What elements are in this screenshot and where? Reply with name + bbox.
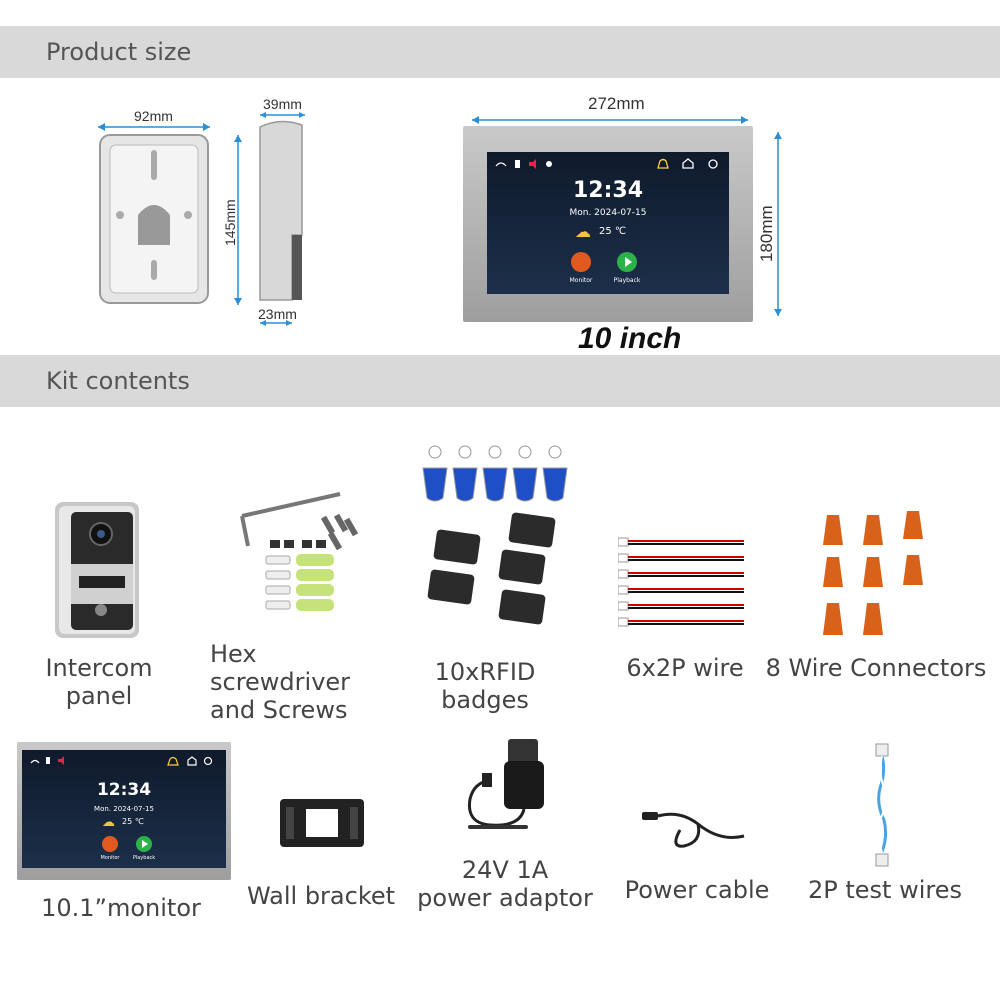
small-screen-date: Mon. 2024-07-15 (94, 805, 154, 813)
2p-test-wires-image (875, 743, 889, 867)
monitor-large: 12:34 Mon. 2024-07-15 ☁ 25 ℃ Monitor Pla… (463, 126, 753, 322)
kit-label-power-cable: Power cable (624, 876, 770, 904)
panel-depth-bottom-label: 23mm (258, 306, 297, 322)
bracket-width-label: 92mm (134, 108, 173, 124)
small-monitor-button-icon (102, 836, 118, 852)
kit-label-2p-test-wires: 2P test wires (808, 876, 962, 904)
screen-temperature: 25 ℃ (599, 226, 627, 237)
rfid-badges-image (422, 445, 568, 625)
monitor-button-label: Monitor (569, 277, 593, 284)
monitor-button-icon[interactable] (571, 252, 591, 272)
small-monitor-label: Monitor (100, 855, 120, 861)
small-weather-icon: ☁ (102, 814, 115, 829)
bracket-height-label: 145mm (222, 199, 238, 246)
monitor-dimension-arrows (472, 116, 782, 316)
small-screen-temperature: 25 ℃ (122, 817, 144, 826)
panel-depth-top-label: 39mm (263, 96, 302, 112)
screen-time: 12:34 (572, 178, 644, 203)
small-playback-button-icon (136, 836, 152, 852)
screwdriver-screws-image (240, 492, 359, 611)
kit-label-screwdriver: Hex screwdriver and Screws (210, 640, 351, 724)
kit-label-monitor: 10.1”monitor (41, 894, 201, 922)
screen-date: Mon. 2024-07-15 (569, 208, 647, 218)
small-playback-label: Playback (132, 855, 156, 861)
kit-label-intercom-panel: Intercom panel (45, 654, 153, 710)
wall-bracket-image (280, 799, 364, 847)
small-status-icons (30, 756, 213, 766)
kit-label-2p-wire: 6x2P wire (626, 654, 744, 682)
playback-button-label: Playback (613, 277, 641, 284)
wire-connectors-image (823, 511, 923, 635)
monitor-height-label: 180mm (757, 205, 776, 262)
monitor-width-label: 272mm (588, 94, 645, 113)
status-icons (495, 158, 718, 169)
weather-icon: ☁ (575, 224, 591, 241)
monitor-small-screen: 12:34 Mon. 2024-07-15 ☁ 25 ℃ Monitor Pla… (22, 750, 226, 868)
product-size-header: Product size (0, 26, 1000, 78)
product-size-title: Product size (46, 38, 192, 66)
power-adaptor-image (467, 739, 544, 829)
kit-label-power-adaptor: 24V 1A power adaptor (417, 856, 593, 912)
bracket-dimension-drawing (98, 112, 305, 326)
playback-button-icon[interactable] (617, 252, 637, 272)
small-screen-time: 12:34 (96, 780, 152, 800)
kit-label-wall-bracket: Wall bracket (246, 882, 396, 910)
kit-label-rfid-badges: 10xRFID badges (434, 658, 536, 714)
power-cable-image (642, 812, 745, 848)
monitor-size-label: 10 inch (578, 322, 682, 355)
intercom-panel-image (55, 502, 139, 638)
kit-label-wire-connectors: 8 Wire Connectors (765, 654, 987, 682)
kit-contents-header: Kit contents (0, 355, 1000, 407)
kit-contents-title: Kit contents (46, 367, 190, 395)
monitor-small: 12:34 Mon. 2024-07-15 ☁ 25 ℃ Monitor Pla… (17, 742, 231, 880)
2p-wire-image (618, 537, 744, 627)
monitor-large-screen: 12:34 Mon. 2024-07-15 ☁ 25 ℃ Monitor Pla… (487, 152, 729, 294)
